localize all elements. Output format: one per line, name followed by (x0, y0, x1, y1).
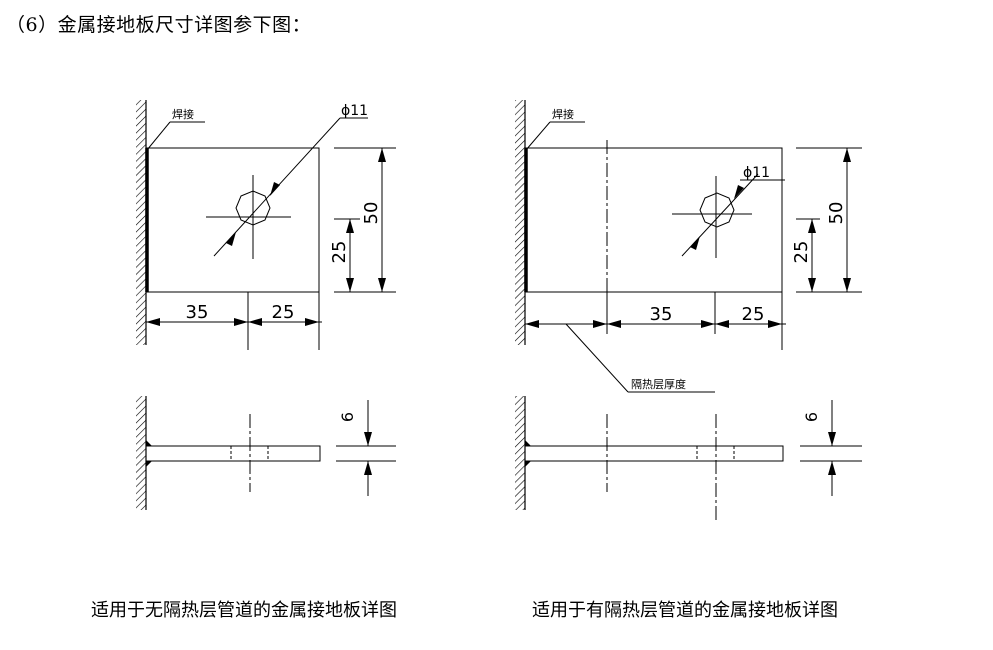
left-hole-label: ϕ11 (341, 103, 368, 119)
left-side-wall-hatch (136, 396, 146, 510)
right-dim-left: 35 (650, 304, 673, 325)
left-side-plate (145, 445, 321, 462)
right-dim-center: 25 (791, 241, 812, 264)
right-plate-outline (524, 147, 783, 293)
left-plate-drawing: 焊接 ϕ11 50 25 35 25 (136, 100, 396, 510)
left-dim-center: 25 (329, 241, 350, 264)
right-side-plate (524, 445, 784, 462)
left-dim-right: 25 (272, 302, 295, 323)
left-plate-outline (145, 147, 320, 293)
right-side-wall-hatch (515, 396, 525, 510)
left-hole (235, 190, 271, 226)
right-plate-drawing: 焊接 ϕ11 50 25 35 25 (515, 100, 862, 520)
right-caption: 适用于有隔热层管道的金属接地板详图 (532, 600, 838, 621)
right-dim-height: 50 (826, 202, 847, 225)
left-dim-height: 50 (361, 202, 382, 225)
left-dim-left: 35 (186, 302, 209, 323)
left-wall-hatch (136, 100, 146, 345)
right-hole-label: ϕ11 (743, 165, 770, 181)
right-hole (699, 192, 735, 228)
right-wall-hatch (515, 100, 525, 345)
right-dim-right: 25 (742, 304, 765, 325)
left-caption: 适用于无隔热层管道的金属接地板详图 (91, 600, 397, 621)
left-weld-label: 焊接 (172, 107, 194, 121)
insulation-thickness-label: 隔热层厚度 (631, 377, 686, 391)
right-dim-thickness: 6 (802, 412, 821, 422)
section-heading: （6）金属接地板尺寸详图参下图： (6, 14, 312, 36)
left-dim-thickness: 6 (338, 412, 357, 422)
right-weld-label: 焊接 (552, 107, 574, 121)
